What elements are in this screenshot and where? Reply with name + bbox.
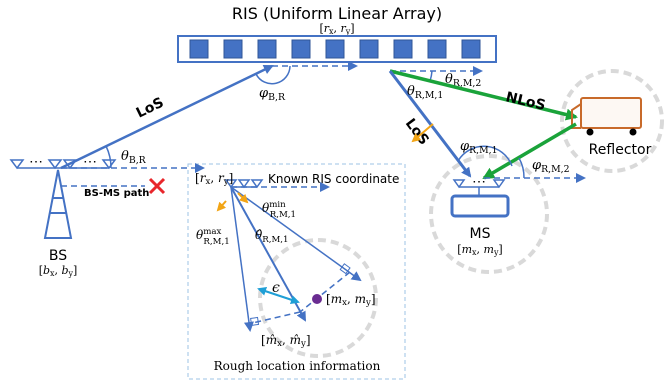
ms-antenna-dots: ⋯ xyxy=(472,174,486,190)
estimated-ms-coordinate: [m̂x, m̂y] xyxy=(261,333,311,349)
rough-location-inset-box xyxy=(187,163,406,380)
true-ms-location-dot xyxy=(312,294,322,304)
ms-label: MS xyxy=(470,226,491,242)
bs-coordinate-label: [bx, by] xyxy=(39,264,78,278)
bs-antenna-dots: ⋯ xyxy=(29,154,43,170)
ris-element xyxy=(427,39,447,59)
theta-br-arc xyxy=(105,145,112,169)
epsilon-label: ϵ xyxy=(272,280,280,296)
ms-region-circle xyxy=(429,154,549,274)
reflector-ms-path xyxy=(482,122,577,180)
bs-antenna-dots-2: ⋯ xyxy=(83,154,97,170)
phi-rm2-arc xyxy=(518,157,525,179)
inset-ray-min xyxy=(230,186,362,282)
los-upper-label: LoS xyxy=(134,95,167,122)
reflector-region-circle xyxy=(560,69,664,173)
ris-element xyxy=(325,39,345,59)
bs-label: BS xyxy=(49,248,67,264)
ris-element xyxy=(189,39,209,59)
bs-ris-los-path xyxy=(60,64,274,170)
bs-ms-path-label: BS-MS path xyxy=(84,188,149,199)
ms-body xyxy=(450,194,510,218)
phi-rm2-label: φR,M,2 xyxy=(532,158,570,175)
theta-hat-label: θ̂R,M,1 xyxy=(255,228,289,245)
ris-element xyxy=(393,39,413,59)
ris-element xyxy=(359,39,379,59)
ris-element xyxy=(291,39,311,59)
reflector xyxy=(571,97,642,136)
inset-orange-arrow-max xyxy=(216,200,227,212)
phi-rm1-arc xyxy=(457,145,513,167)
nlos-label: NLoS xyxy=(504,89,547,114)
true-ms-coordinate: [mx, my] xyxy=(326,292,376,308)
ris-ms-los-path xyxy=(388,70,472,178)
diagram-title: RIS (Uniform Linear Array) xyxy=(232,4,442,23)
theta-rm1-label: θR,M,1 xyxy=(407,84,443,101)
inset-ris-coordinate: [rx, ry] xyxy=(195,171,233,187)
reflector-wheel-right xyxy=(629,128,637,136)
ris-element xyxy=(461,39,481,59)
right-angle-marker-upper xyxy=(339,263,351,275)
reflector-body xyxy=(580,97,642,129)
ris-element xyxy=(223,39,243,59)
right-angle-marker-lower xyxy=(250,316,260,326)
bs-tower xyxy=(43,169,73,239)
ris-coordinate-label: [rx, ry] xyxy=(319,22,354,36)
ris-array xyxy=(177,35,497,63)
ris-elements xyxy=(189,39,481,59)
orange-direction-arrow xyxy=(411,123,434,143)
reflector-wheel-left xyxy=(586,128,594,136)
inset-dashed-upper xyxy=(299,271,351,313)
known-ris-coordinate-label: Known RIS coordinate xyxy=(268,172,399,186)
phi-br-label: φB,R xyxy=(259,86,286,103)
theta-br-label: θB,R xyxy=(121,149,147,166)
phi-rm1-label: φR,M,1 xyxy=(460,139,498,156)
reflector-cab xyxy=(571,103,582,129)
ris-reflector-nlos-path xyxy=(389,69,578,121)
ms-device xyxy=(450,179,510,218)
inset-dashed-lower xyxy=(247,311,301,325)
ms-antenna-array xyxy=(452,179,506,196)
phi-br-arc xyxy=(255,65,291,85)
epsilon-arrow xyxy=(257,286,300,305)
inset-orange-arrow-min xyxy=(237,192,249,204)
rough-location-circle xyxy=(258,238,378,358)
theta-rm2-label: θR,M,2 xyxy=(445,72,481,89)
ms-coordinate-label: [mx, my] xyxy=(457,243,502,257)
reflector-label: Reflector xyxy=(589,142,652,158)
rough-location-caption: Rough location information xyxy=(214,359,381,373)
ris-element xyxy=(257,39,277,59)
inset-ray-max xyxy=(230,186,254,332)
blocked-cross-icon xyxy=(148,177,166,195)
